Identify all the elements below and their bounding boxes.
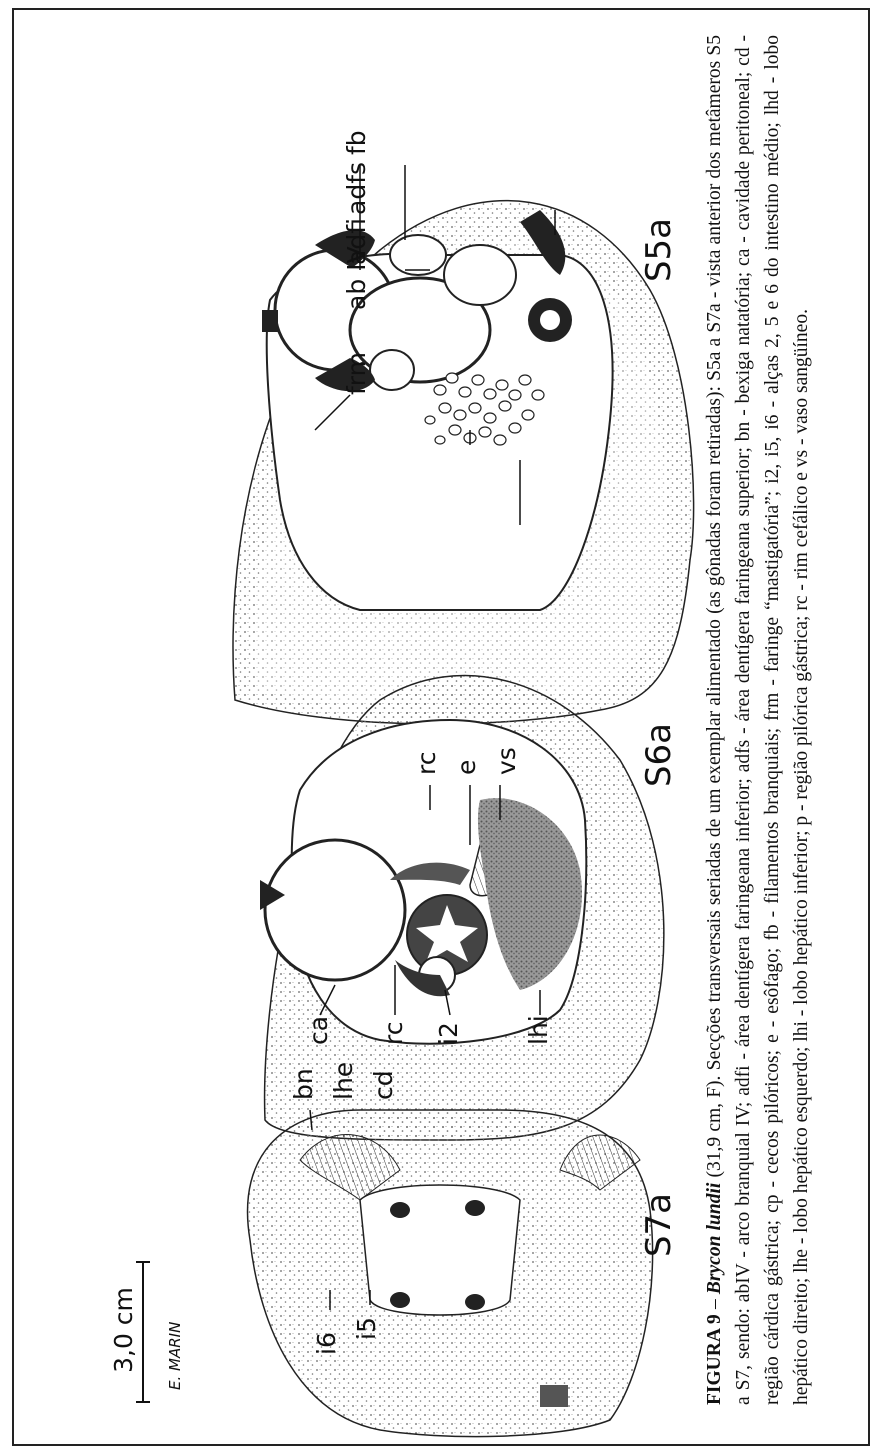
label-ca: ca — [304, 1016, 333, 1045]
label-i5: frm — [342, 352, 371, 395]
caption-dash: – — [704, 1294, 725, 1314]
label-lhe: adfs — [342, 162, 371, 215]
scale-bar-label: 3,0 cm — [109, 1287, 138, 1373]
label-ab-iv: i6 — [312, 1332, 341, 1355]
label-vs: vs — [492, 747, 521, 775]
label-rc-bottom: rc — [379, 1022, 408, 1045]
label-rc-top: rc — [412, 752, 441, 775]
label-fb: bn — [289, 1068, 318, 1100]
label-adfs: lhe — [329, 1062, 358, 1100]
section-label-s5a: S7a — [639, 1193, 679, 1257]
label-e: e — [452, 760, 481, 775]
section-label-s7a: S5a — [639, 218, 679, 282]
artist-signature: E. MARIN — [166, 1322, 184, 1390]
label-frm: i5 — [352, 1317, 381, 1340]
label-adfi: cd — [369, 1070, 398, 1100]
figure-number: FIGURA 9 — [704, 1314, 725, 1405]
section-label-s6a: S6a — [639, 723, 679, 787]
label-bn: fb — [342, 130, 371, 155]
label-i6: ab IV — [342, 246, 371, 310]
species-name: Brycon lundii — [704, 1183, 725, 1294]
figure-caption: FIGURA 9 – Brycon lundii (31,9 cm, F). S… — [700, 35, 870, 1405]
label-i2-s6a: i2 — [434, 1022, 463, 1045]
label-lhi-s6a: lhi — [524, 1015, 553, 1045]
